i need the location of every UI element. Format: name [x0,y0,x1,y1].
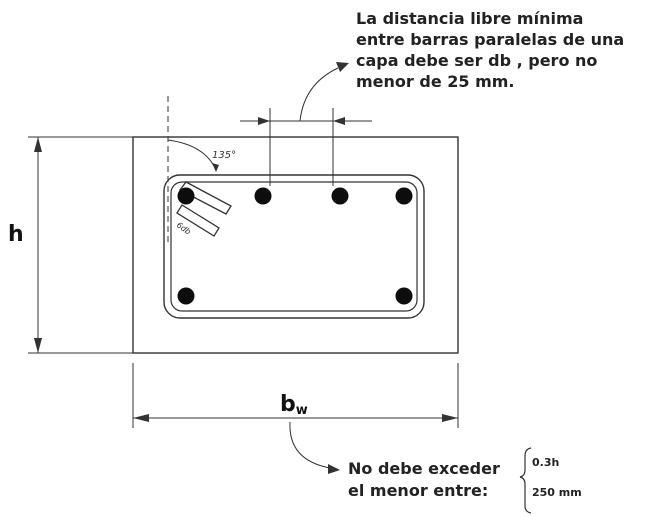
bar-bottom-right [395,287,413,305]
hook-angle-label: 135° [212,150,237,161]
bar-top-3 [331,187,349,205]
width-label: bw [280,392,308,418]
top-note-leader-arrow [336,62,349,72]
spacing-limit-note-line-2: el menor entre: [348,481,489,500]
longitudinal-bars [177,187,413,305]
height-dimension [28,136,133,354]
min-spacing-note-line-1: La distancia libre mínima [356,9,584,28]
stirrup-inner [170,181,418,312]
hook-angle-arrow [212,163,219,172]
height-label: h [8,222,24,247]
top-note-leader [299,67,339,122]
bar-bottom-left [177,287,195,305]
min-spacing-note-line-4: menor de 25 mm. [356,72,515,91]
width-arrow-left [133,414,149,422]
spacing-arrow-right [333,117,345,125]
spacing-limit-note: No debe exceder el menor entre: [348,458,500,502]
bar-top-right [395,187,413,205]
bar-top-left [177,187,195,205]
width-label-main: b [280,392,296,417]
width-dimension [132,363,459,428]
stirrup-outer [163,174,425,319]
min-spacing-note-line-3: capa debe ser db , pero no [356,51,598,70]
bar-top-2 [254,187,272,205]
stirrup-hook [176,181,232,237]
concrete-section [132,136,459,354]
hook-angle-arc [167,139,217,171]
min-spacing-note: La distancia libre mínima entre barras p… [356,8,652,92]
option-0-3h: 0.3h [532,456,560,469]
spacing-limit-note-line-1: No debe exceder [348,459,500,478]
min-spacing-note-line-2: entre barras paralelas de una [356,30,625,49]
width-label-subscript: w [295,403,308,418]
options-brace [519,447,532,514]
width-arrow-right [442,414,458,422]
height-arrow-bottom [34,338,42,353]
spacing-arrow-left [258,117,270,125]
height-arrow-top [34,137,42,152]
option-250mm: 250 mm [532,486,582,499]
bottom-note-leader-arrow [328,464,340,474]
bottom-note-leader [289,421,331,469]
